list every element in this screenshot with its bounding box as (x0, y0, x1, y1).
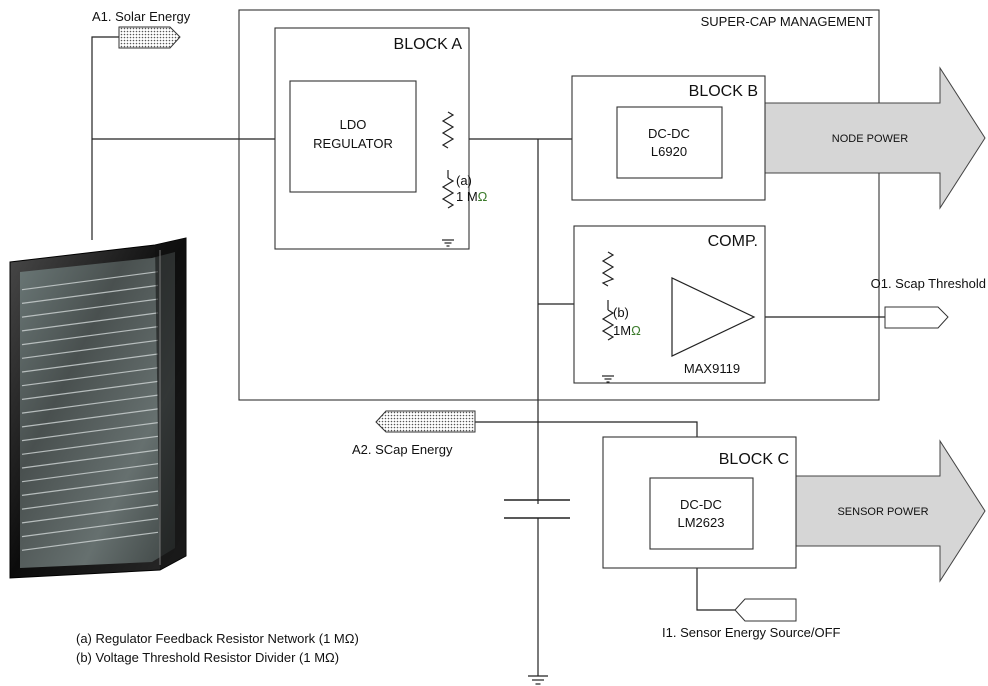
comp-block: COMP. (b) 1MΩ MAX9119 (574, 226, 765, 383)
res-b-tag: (b) (613, 305, 629, 320)
dcdc-c-line1: DC-DC (680, 497, 722, 512)
dcdc-lm2623 (650, 478, 753, 549)
i1-input-tag: I1. Sensor Energy Source/OFF (662, 599, 841, 640)
max9119-label: MAX9119 (684, 361, 740, 376)
block-c-title: BLOCK C (719, 451, 789, 468)
o1-output-tag: O1. Scap Threshold (871, 276, 986, 328)
comp-title: COMP. (708, 233, 758, 250)
a1-input-tag: A1. Solar Energy (92, 9, 191, 48)
a1-label: A1. Solar Energy (92, 9, 191, 24)
block-a: BLOCK A LDO REGULATOR (a) 1 MΩ (275, 28, 488, 249)
res-b-value: 1MΩ (613, 323, 641, 338)
block-b-title: BLOCK B (689, 83, 758, 100)
ldo-line1: LDO (340, 117, 367, 132)
sensor-power-label: SENSOR POWER (837, 506, 928, 518)
node-power-label: NODE POWER (832, 133, 908, 145)
capacitor-symbol-icon (504, 500, 570, 518)
legend-notes: (a) Regulator Feedback Resistor Network … (76, 631, 359, 665)
ldo-line2: REGULATOR (313, 136, 393, 151)
res-a-value: 1 MΩ (456, 189, 488, 204)
res-a-tag: (a) (456, 173, 472, 188)
dcdc-l6920 (617, 107, 722, 178)
o1-label: O1. Scap Threshold (871, 276, 986, 291)
block-a-title: BLOCK A (394, 36, 463, 53)
a2-label: A2. SCap Energy (352, 442, 453, 457)
ground-symbol-icon (528, 676, 548, 684)
block-c: SENSOR POWER BLOCK C DC-DC LM2623 (603, 437, 985, 581)
supercap-title: SUPER-CAP MANAGEMENT (701, 14, 873, 29)
dcdc-b-line2: L6920 (651, 144, 687, 159)
block-b: NODE POWER BLOCK B DC-DC L6920 (572, 68, 985, 208)
dcdc-b-line1: DC-DC (648, 126, 690, 141)
note-b: (b) Voltage Threshold Resistor Divider (… (76, 650, 339, 665)
a2-tag: A2. SCap Energy (352, 411, 475, 457)
dcdc-c-line2: LM2623 (678, 515, 725, 530)
i1-label: I1. Sensor Energy Source/OFF (662, 625, 841, 640)
solar-panel-image (10, 238, 186, 578)
note-a: (a) Regulator Feedback Resistor Network … (76, 631, 359, 646)
